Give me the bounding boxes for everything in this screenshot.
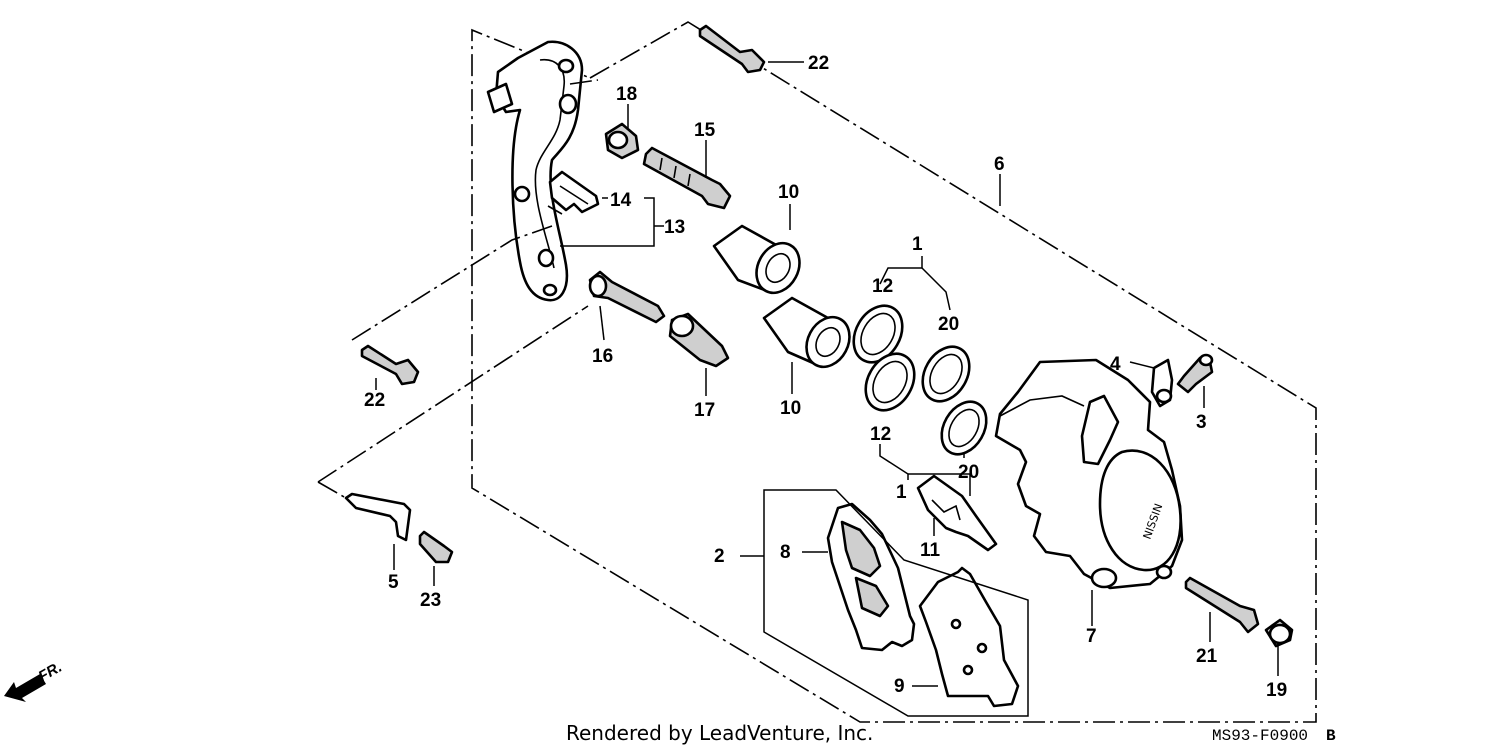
- callout-12-upper: 12: [872, 276, 893, 297]
- dust-seal-20-lower: [940, 400, 988, 456]
- callout-6: 6: [994, 154, 1005, 175]
- callout-8: 8: [780, 542, 791, 563]
- pad-pin: [1184, 576, 1260, 634]
- callout-22-bottom: 22: [364, 390, 385, 411]
- leader-lines: [317, 61, 1279, 717]
- callout-4: 4: [1110, 354, 1121, 375]
- brake-pad-outer: [826, 502, 916, 652]
- callout-9: 9: [894, 676, 905, 697]
- callout-18: 18: [616, 84, 637, 105]
- callout-14: 14: [610, 190, 632, 211]
- callout-3: 3: [1196, 412, 1207, 433]
- piston-seal-12-lower: [864, 352, 916, 412]
- piston-upper: [712, 224, 801, 295]
- callout-13: 13: [664, 217, 685, 238]
- callout-2: 2: [714, 546, 725, 567]
- callout-12-lower: 12: [870, 424, 891, 445]
- callout-labels: 22 18 15 10 14 13 6 1 12 20 4 3 22 16 17…: [364, 53, 1287, 701]
- caliper-pin-lower: [588, 270, 666, 324]
- bleeder-valve: [1176, 353, 1214, 394]
- hose-clip-bolt: [418, 530, 454, 564]
- callout-15: 15: [694, 120, 716, 141]
- callout-19: 19: [1266, 680, 1287, 701]
- callout-10-upper: 10: [778, 182, 799, 203]
- pin-bolt-cap: [604, 122, 640, 160]
- caliper-assembly-outline: [471, 21, 1317, 723]
- mounting-bolt-upper: [698, 24, 766, 74]
- callout-11: 11: [920, 540, 941, 561]
- callout-10-lower: 10: [780, 398, 801, 419]
- piston-seal-12-upper: [852, 304, 904, 364]
- brake-pad-inner: [918, 566, 1020, 708]
- bleeder-cap: [1150, 358, 1174, 408]
- callout-20-upper: 20: [938, 314, 959, 335]
- callout-7: 7: [1086, 626, 1097, 647]
- mounting-bolt-lower: [360, 344, 420, 386]
- front-direction-arrow: FR.: [4, 659, 65, 702]
- callout-20-lower: 20: [958, 462, 979, 483]
- pad-pin-plug: [1264, 618, 1294, 648]
- diagram-code: MS93-F0900: [1212, 727, 1308, 745]
- pad-spring-clip: [547, 170, 600, 215]
- callout-22-top: 22: [808, 53, 829, 74]
- callout-1-lower: 1: [896, 482, 907, 503]
- callout-5: 5: [388, 572, 399, 593]
- callout-23: 23: [420, 590, 441, 611]
- caliper-body: NISSIN: [994, 358, 1184, 590]
- brake-hose-clip: [344, 492, 412, 542]
- piston-lower: [762, 296, 851, 369]
- diagram-code-suffix: B: [1326, 727, 1336, 745]
- pad-spring: [916, 474, 998, 552]
- caliper-pin-upper: [642, 146, 732, 210]
- callout-1-upper: 1: [912, 234, 923, 255]
- callout-16: 16: [592, 346, 613, 367]
- footer-credit: Rendered by LeadVenture, Inc.: [566, 721, 873, 745]
- callout-21: 21: [1196, 646, 1218, 667]
- callout-17: 17: [694, 400, 715, 421]
- caliper-pin-bolt: [668, 312, 730, 368]
- dust-seal-20-upper: [921, 345, 971, 403]
- caliper-bracket: [486, 40, 584, 302]
